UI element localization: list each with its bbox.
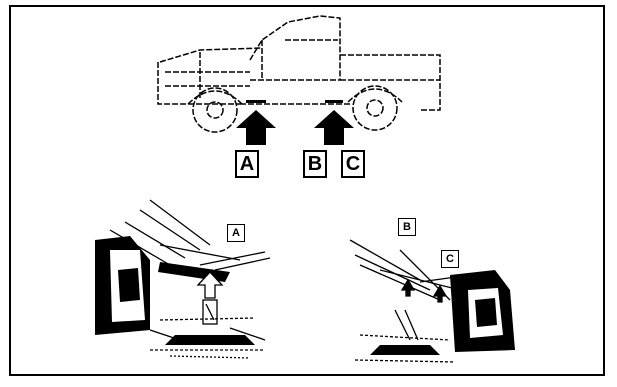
detail-label-a: A — [227, 224, 245, 242]
jack-point-arrow-bc — [314, 100, 354, 145]
jack-point-arrow-a — [236, 100, 276, 145]
label-a: A — [235, 150, 259, 178]
right-jack-detail — [349, 239, 515, 363]
pickup-truck — [157, 15, 441, 133]
left-jack-detail — [95, 199, 271, 359]
detail-label-b: B — [398, 218, 416, 236]
label-b: B — [303, 150, 327, 178]
label-c: C — [341, 150, 365, 178]
detail-label-c: C — [441, 250, 459, 268]
